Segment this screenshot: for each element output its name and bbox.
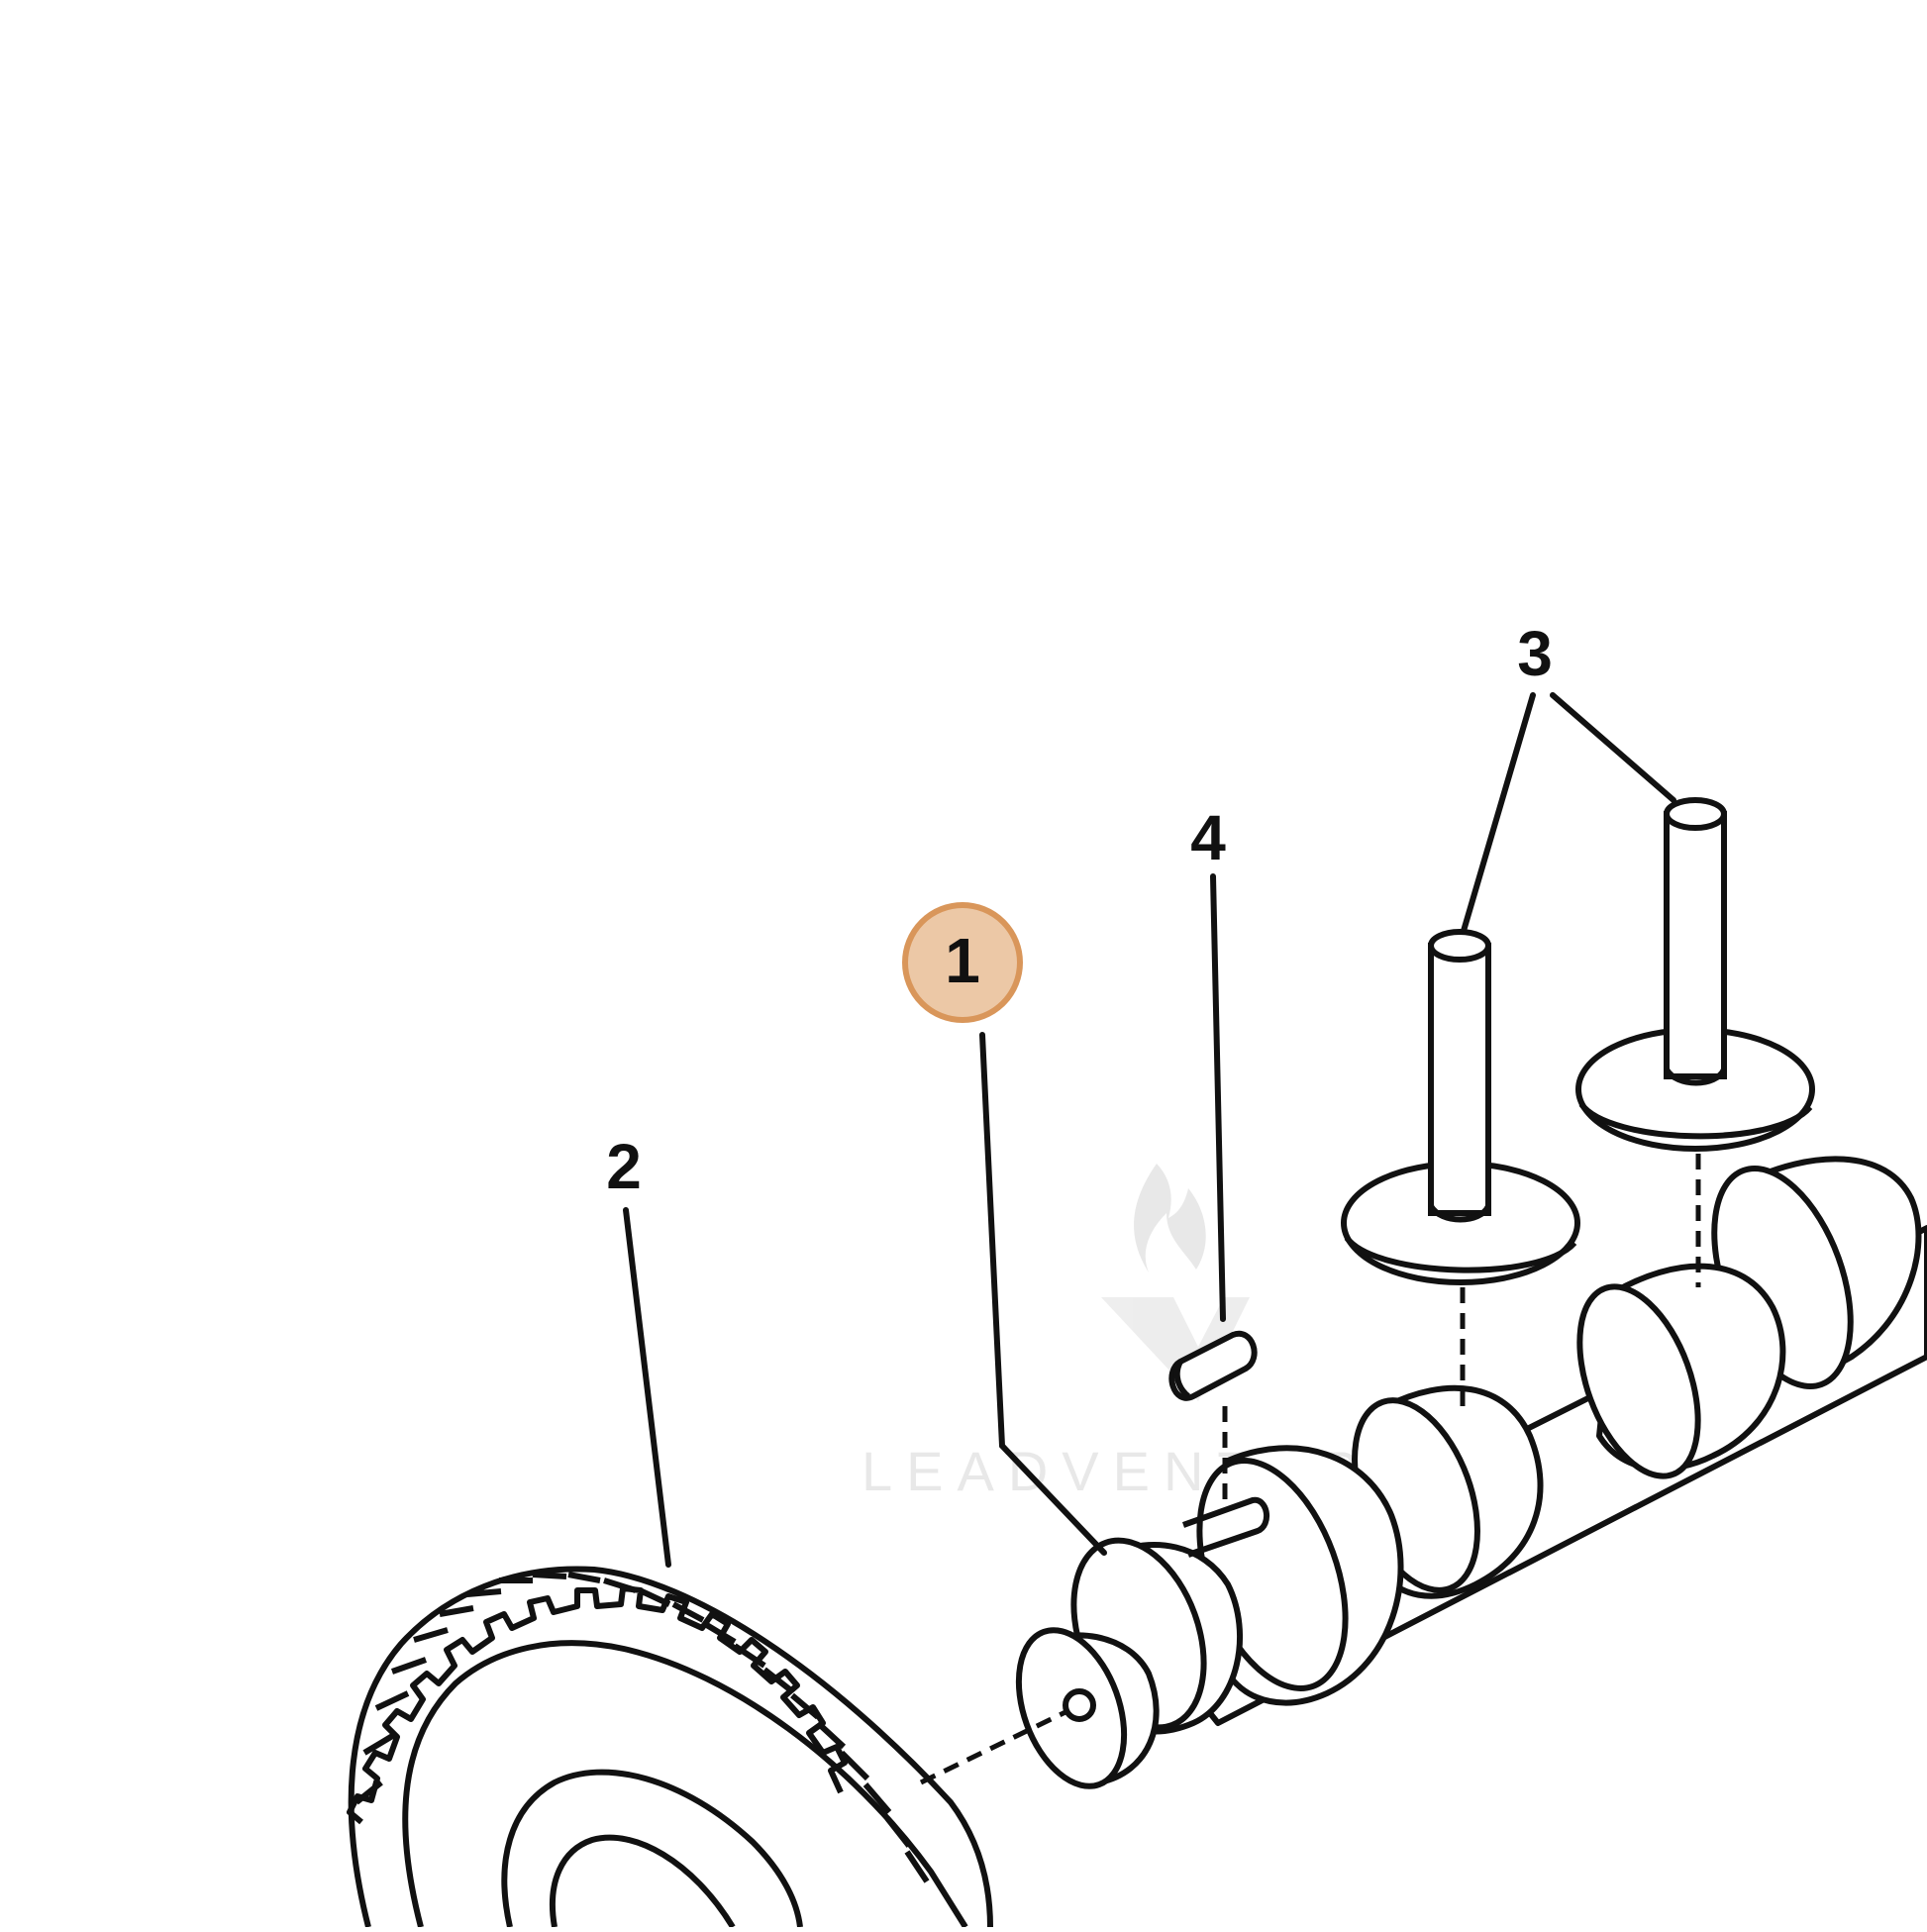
part-2-gear — [347, 1566, 993, 1929]
leader-line-3a — [1461, 692, 1536, 934]
pin-rear-washer-edge — [1578, 1102, 1813, 1140]
part-4-woodruff-key — [1168, 1330, 1258, 1401]
pin-rear-top — [1664, 797, 1727, 831]
part-label-1[interactable]: 1 — [945, 925, 980, 996]
part-3-pin-rear — [1575, 797, 1815, 1152]
part-1-highlight-marker[interactable] — [902, 902, 1023, 1023]
leader-line-1 — [979, 1032, 1107, 1556]
part-label-3[interactable]: 3 — [1517, 618, 1553, 689]
part-1-camshaft — [1015, 1156, 1927, 1789]
watermark-flame-icon — [1134, 1164, 1206, 1272]
assembly-lines — [919, 1154, 1701, 1785]
part-label-2[interactable]: 2 — [606, 1131, 642, 1202]
gear-inner-rim — [402, 1640, 968, 1929]
leader-line-2 — [623, 1207, 671, 1568]
key-body — [1168, 1330, 1258, 1401]
pin-front-shaft — [1428, 943, 1491, 1216]
key-side — [1173, 1360, 1191, 1399]
pin-front-base — [1428, 1204, 1491, 1223]
gear-tooth-band — [355, 1572, 930, 1883]
watermark: LEADVENTURE — [862, 1164, 1410, 1502]
pin-front-top — [1428, 929, 1491, 963]
watermark-v-icon — [1101, 1297, 1250, 1401]
leader-lines — [623, 692, 1676, 1568]
part-3-pin-front — [1341, 929, 1580, 1285]
camshaft-lobe-rear-face — [1576, 1283, 1701, 1479]
gear-outline — [348, 1566, 993, 1928]
camshaft-center-hole — [1063, 1688, 1096, 1722]
gear-hub — [501, 1769, 803, 1928]
pin-rear-shaft — [1664, 811, 1727, 1079]
part-label-4[interactable]: 4 — [1190, 802, 1226, 873]
pin-front-washer-edge — [1344, 1236, 1577, 1273]
pin-rear-base — [1664, 1068, 1727, 1086]
gear-teeth-ridge — [347, 1585, 848, 1825]
gear-hub-bore — [549, 1834, 736, 1929]
assembly-line-gear-to-shaft — [919, 1708, 1069, 1785]
leader-line-3b — [1550, 692, 1676, 803]
camshaft-keyway — [1181, 1496, 1269, 1558]
leader-line-4 — [1210, 873, 1226, 1322]
